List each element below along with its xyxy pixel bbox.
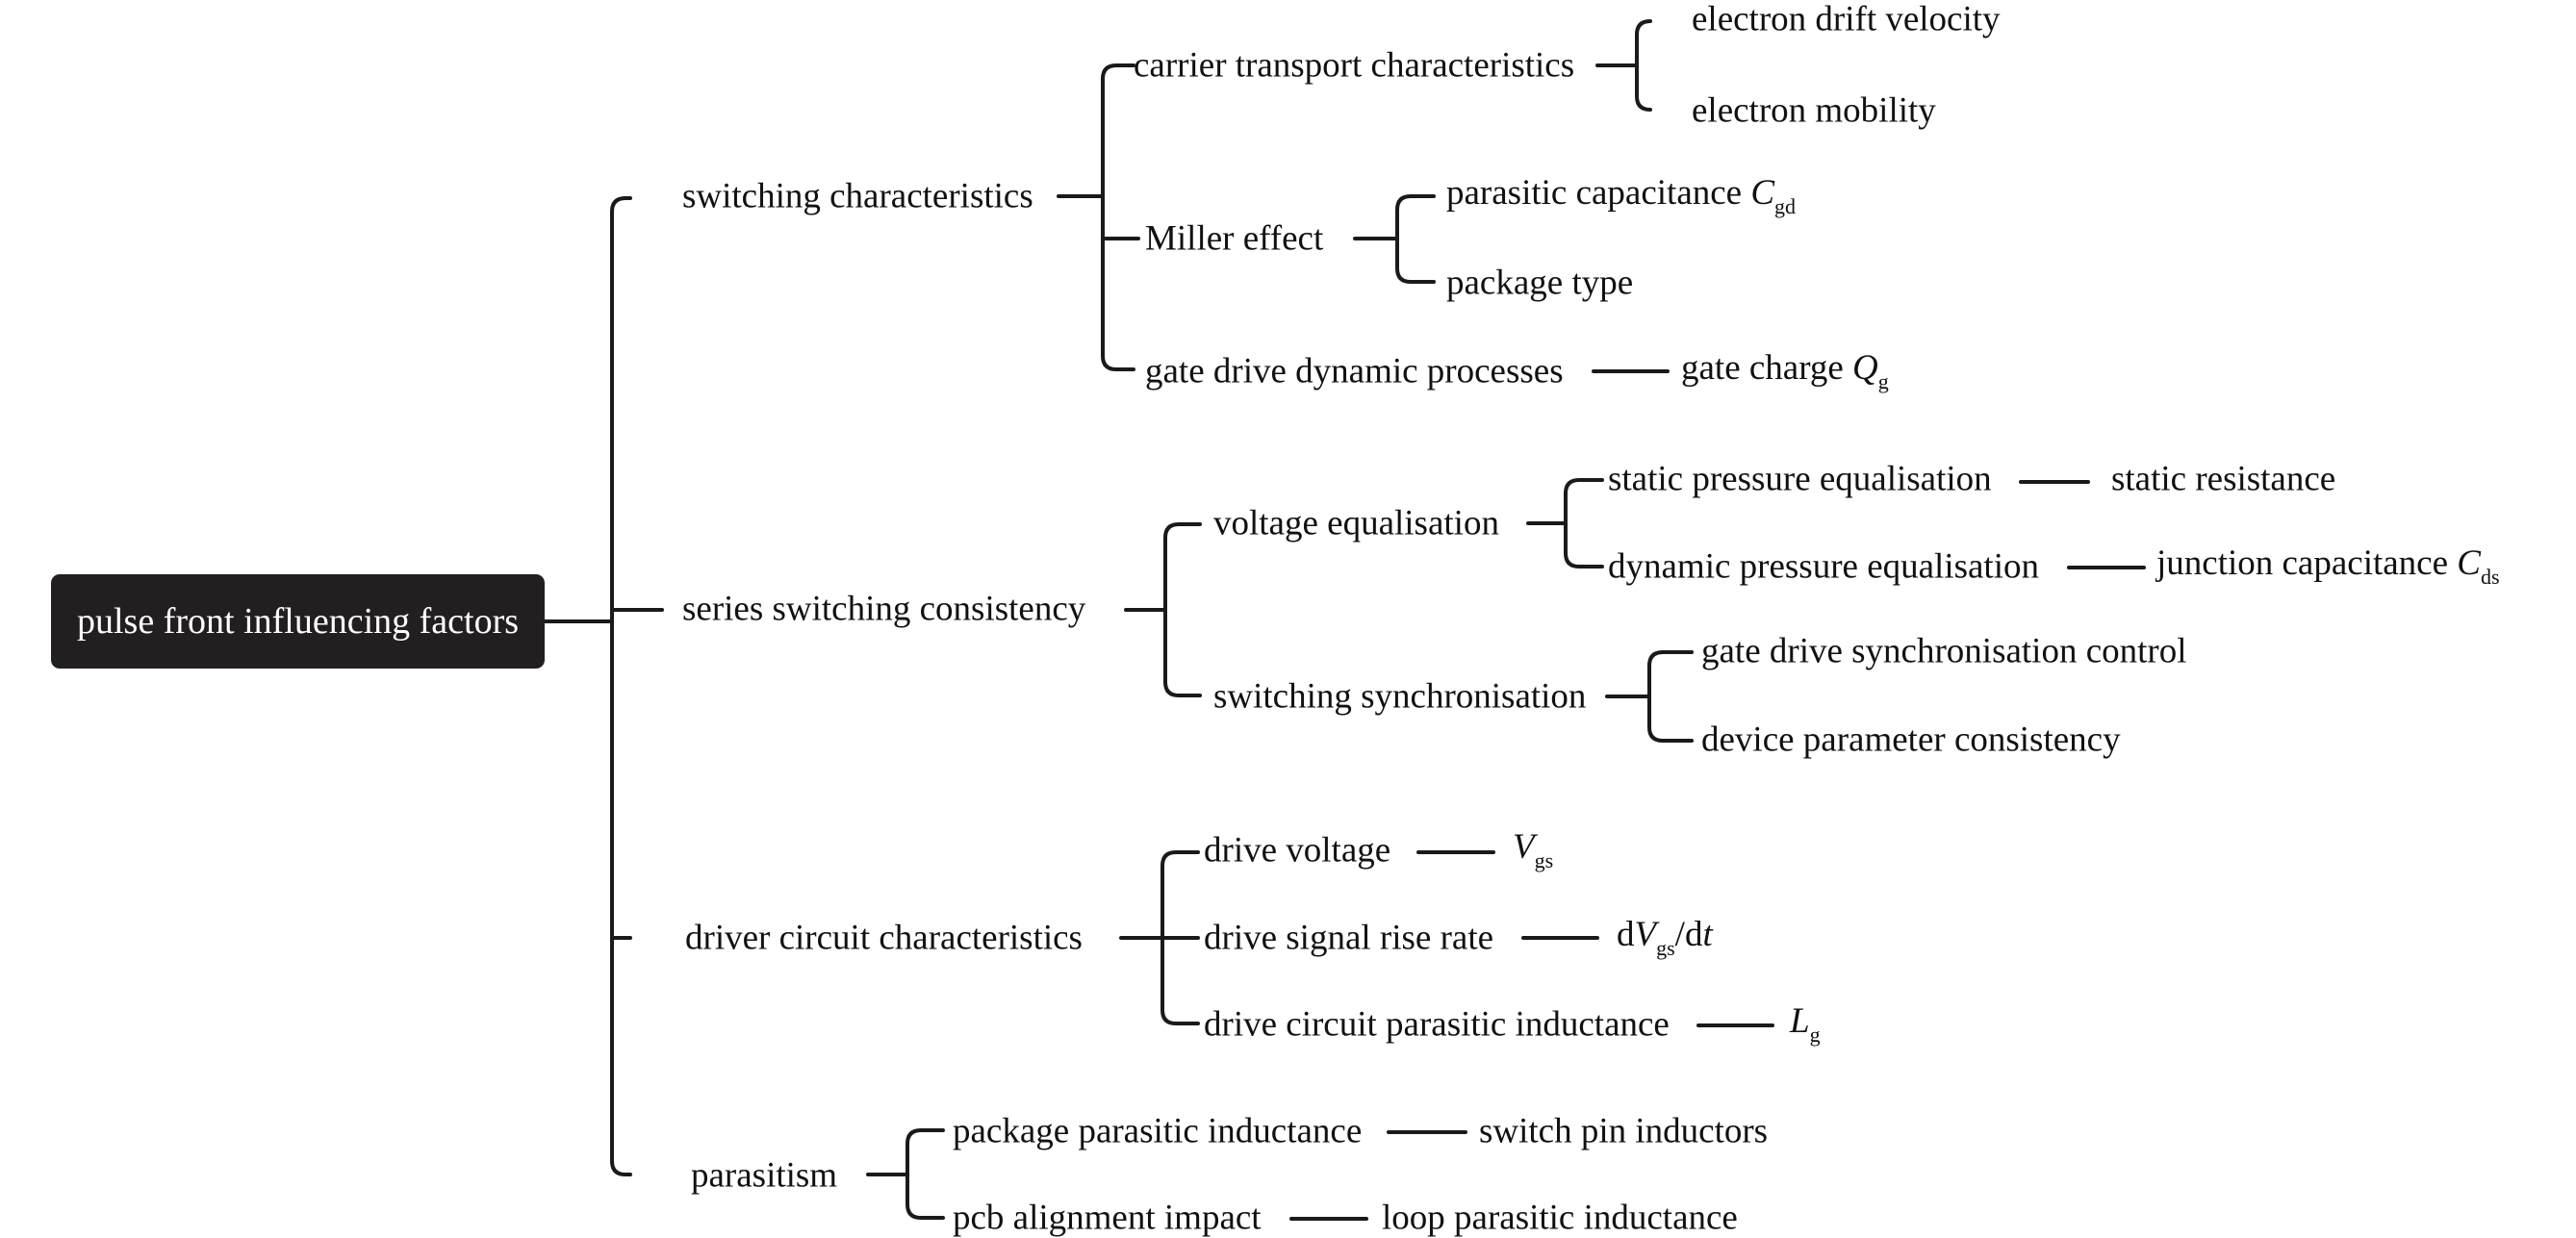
node-switching-characteristics: switching characteristics [682, 176, 1033, 216]
root-node: pulse front influencing factors [51, 574, 545, 669]
node-parasitic-capacitance: parasitic capacitance Cgd [1446, 173, 1797, 218]
node-gate-drive-sync-control: gate drive synchronisation control [1701, 631, 2187, 671]
node-package-type: package type [1446, 263, 1634, 303]
node-dvgs-dt: dVgs/dt [1617, 915, 1713, 960]
node-electron-drift-velocity: electron drift velocity [1692, 0, 2001, 39]
node-miller-effect: Miller effect [1145, 218, 1324, 259]
node-switching-synchronisation: switching synchronisation [1213, 676, 1587, 717]
node-voltage-equalisation: voltage equalisation [1213, 503, 1499, 543]
node-driver-circuit-characteristics: driver circuit characteristics [685, 918, 1083, 958]
node-gate-charge: gate charge Qg [1681, 348, 1889, 393]
node-electron-mobility: electron mobility [1692, 90, 1936, 131]
node-static-pressure-equalisation: static pressure equalisation [1608, 459, 1992, 499]
node-junction-capacitance: junction capacitance Cds [2156, 543, 2500, 589]
bracket-voltage-eq [1564, 478, 1604, 568]
node-series-switching-consistency: series switching consistency [682, 589, 1086, 629]
node-dynamic-pressure-equalisation: dynamic pressure equalisation [1608, 546, 2039, 587]
bracket-switch-sync [1647, 650, 1694, 743]
node-loop-parasitic-inductance: loop parasitic inductance [1382, 1198, 1738, 1238]
node-drive-signal-rise-rate: drive signal rise rate [1204, 918, 1494, 958]
bracket-series [1163, 522, 1202, 697]
node-gate-drive-dynamic: gate drive dynamic processes [1145, 351, 1564, 392]
node-switch-pin-inductors: switch pin inductors [1479, 1111, 1769, 1151]
node-static-resistance: static resistance [2111, 459, 2336, 499]
bracket-carrier [1635, 19, 1652, 112]
bracket-miller [1395, 194, 1436, 284]
node-drive-voltage: drive voltage [1204, 830, 1391, 871]
bracket-level1 [610, 196, 632, 1176]
bracket-switching [1101, 63, 1135, 371]
node-vgs: Vgs [1513, 827, 1554, 872]
bracket-parasitism [905, 1128, 945, 1220]
node-pcb-alignment-impact: pcb alignment impact [953, 1198, 1262, 1238]
node-parasitism: parasitism [691, 1155, 838, 1196]
node-package-parasitic-inductance: package parasitic inductance [953, 1111, 1363, 1151]
node-carrier-transport: carrier transport characteristics [1134, 45, 1575, 86]
node-device-parameter-consistency: device parameter consistency [1701, 720, 2121, 760]
node-drive-circuit-parasitic-inductance: drive circuit parasitic inductance [1204, 1004, 1670, 1045]
node-lg: Lg [1790, 1001, 1821, 1047]
